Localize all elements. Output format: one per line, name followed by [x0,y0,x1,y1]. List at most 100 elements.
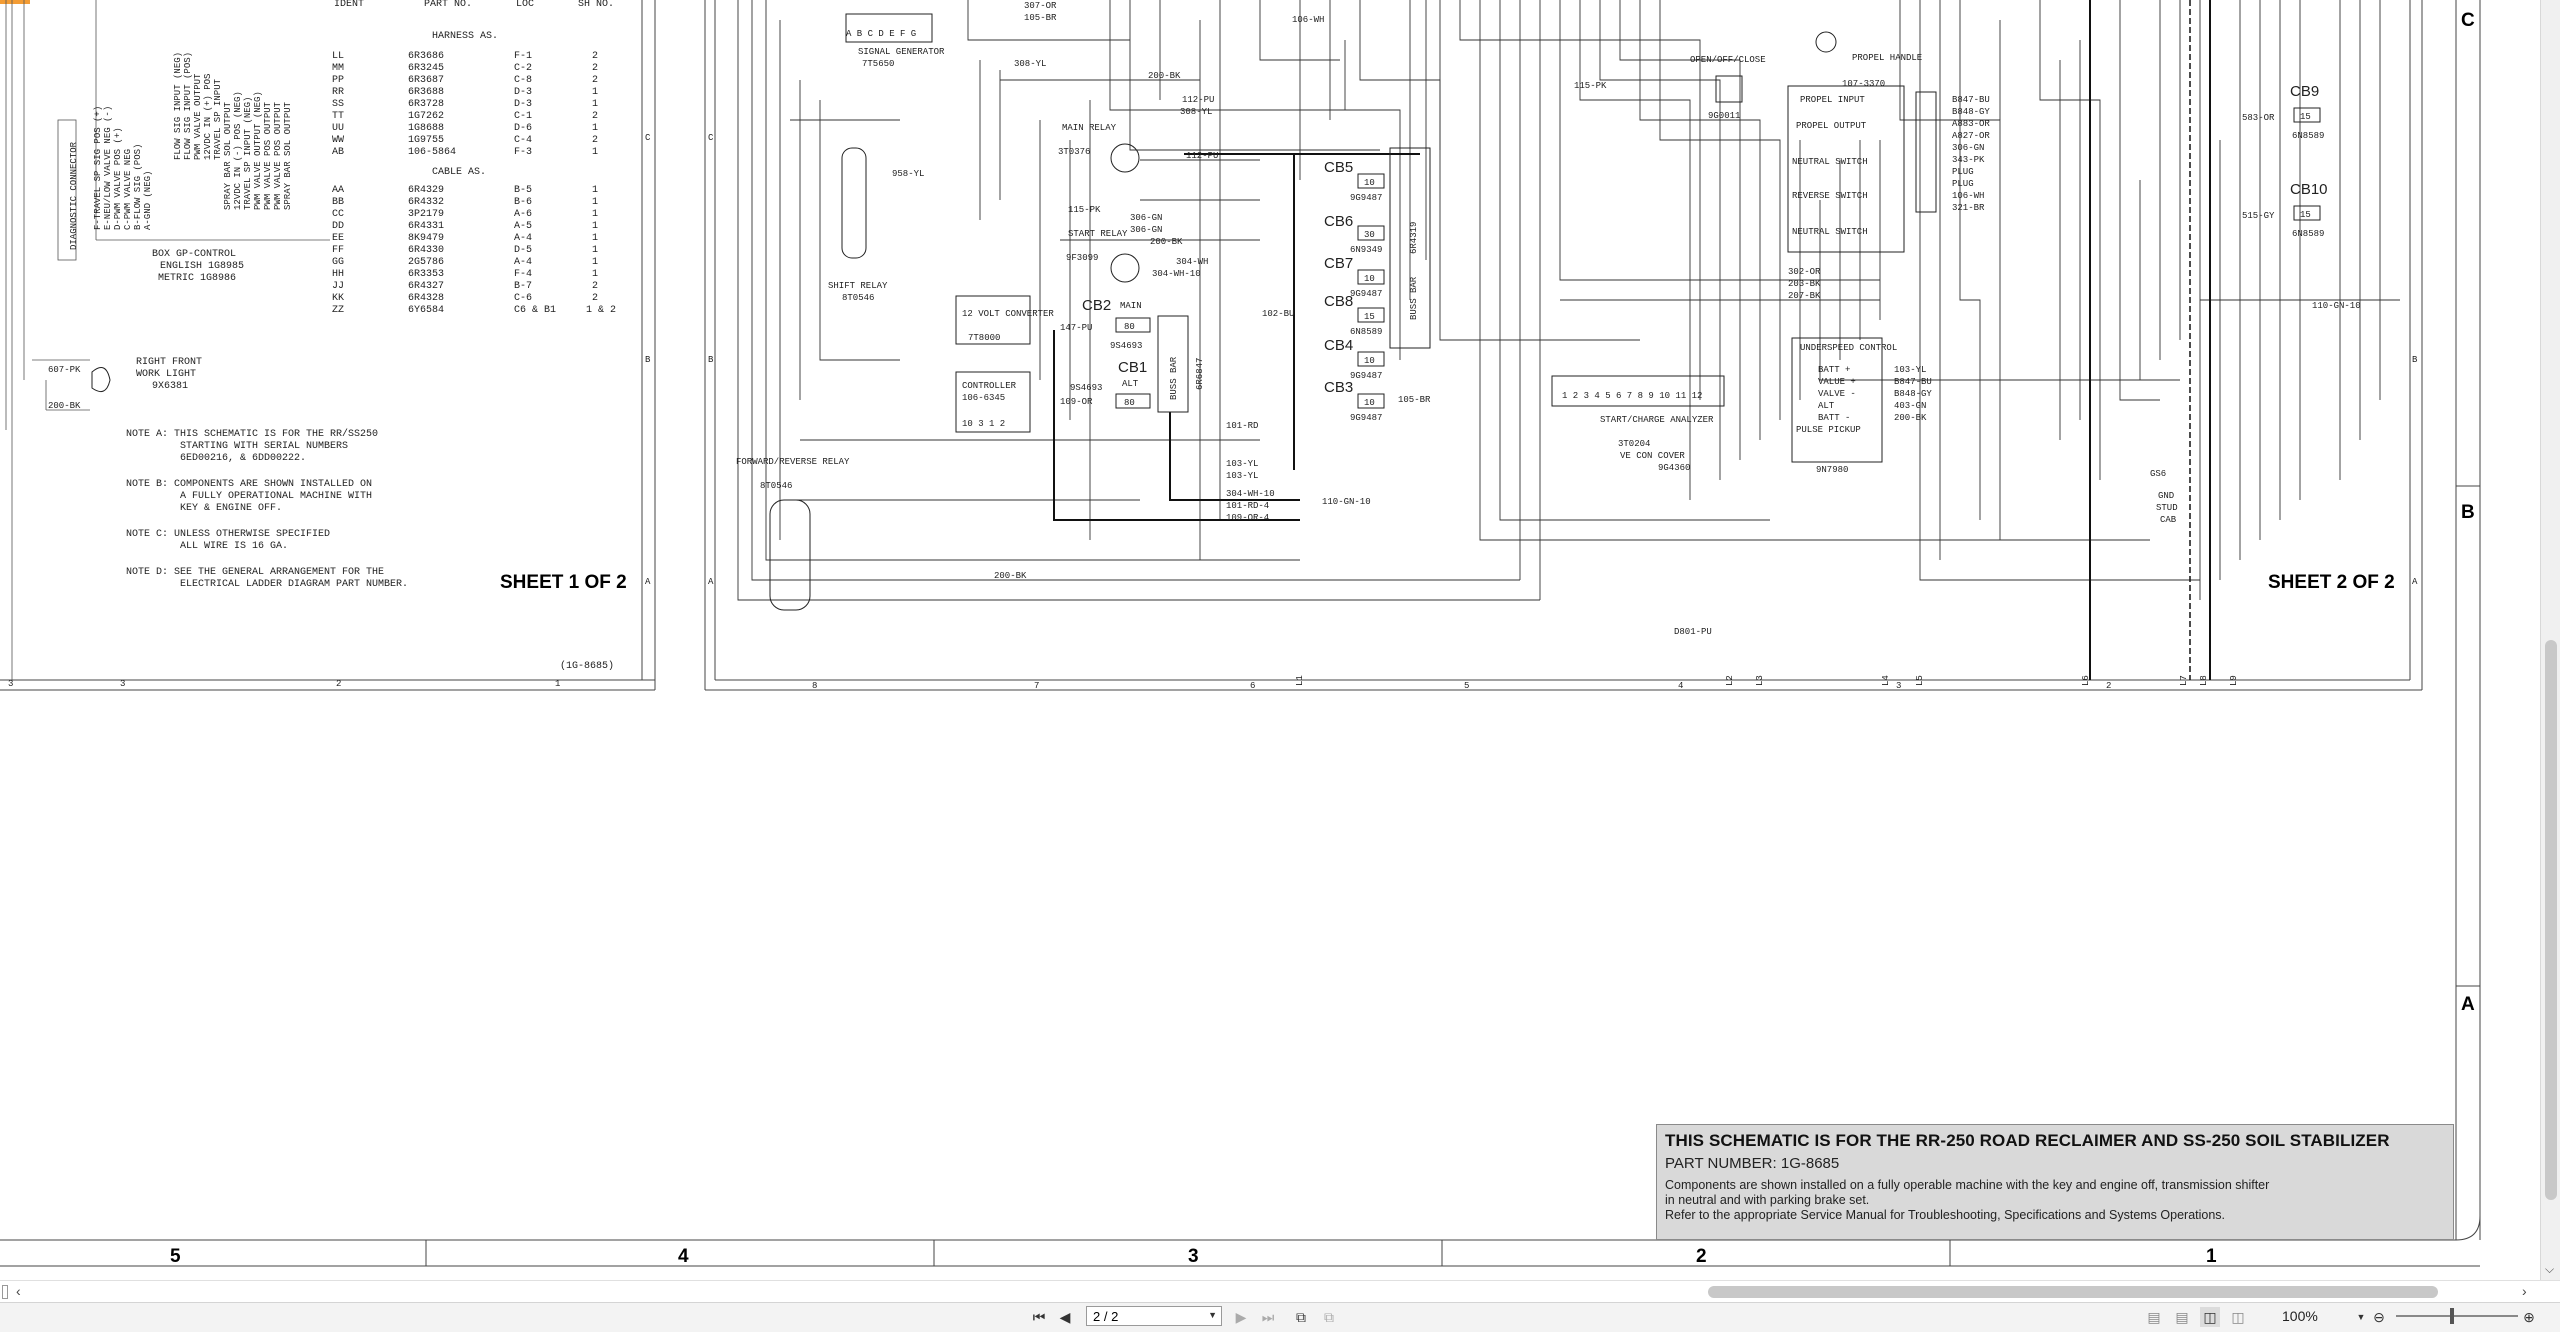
svg-text:NEUTRAL SWITCH: NEUTRAL SWITCH [1792,227,1868,237]
svg-text:B-5: B-5 [514,185,532,196]
zoom-level[interactable]: 100% [2282,1308,2318,1324]
svg-text:CB7: CB7 [1324,255,1353,272]
part-number: PART NUMBER: 1G-8685 [1665,1155,1840,1172]
svg-text:B: B [708,355,714,365]
svg-text:CB9: CB9 [2290,83,2319,100]
scroll-down-icon[interactable]: ⌵ [2545,1262,2555,1276]
shift-relay: SHIFT RELAY 8T0546 [828,147,888,303]
page-dropdown-icon[interactable]: ▼ [1208,1310,1217,1320]
last-page-icon[interactable]: ⏭ [1261,1308,1275,1325]
title-block: THIS SCHEMATIC IS FOR THE RR-250 ROAD RE… [1656,1124,2454,1240]
panel-toggle-icon[interactable] [2,1285,8,1299]
svg-text:10: 10 [1364,398,1375,408]
frame-col-3: 3 [1188,1246,1199,1267]
svg-text:PLUG: PLUG [1952,167,1974,177]
svg-text:10: 10 [1364,356,1375,366]
continuous-view-icon[interactable]: ▤ [2175,1308,2189,1325]
svg-text:109-OR: 109-OR [1060,397,1093,407]
svg-text:1G9755: 1G9755 [408,135,444,146]
svg-text:2: 2 [592,135,598,146]
svg-text:A: A [2412,577,2418,587]
svg-text:5: 5 [1464,681,1469,691]
single-page-view-icon[interactable]: ▤ [2147,1308,2161,1325]
svg-text:FLOW SIG INPUT (POS): FLOW SIG INPUT (POS) [183,52,193,160]
svg-text:2: 2 [592,111,598,122]
go-forward-icon[interactable]: ⧉ [1324,1308,1334,1325]
previous-page-icon[interactable]: ◀ [1059,1308,1071,1325]
two-page-continuous-icon[interactable]: ◫ [2231,1308,2245,1325]
svg-text:1: 1 [592,245,598,256]
svg-text:L7: L7 [2179,675,2189,686]
zoom-out-icon[interactable]: ⊖ [2373,1308,2385,1325]
svg-text:6R6847: 6R6847 [1195,358,1205,390]
go-back-icon[interactable]: ⧉ [1296,1308,1306,1325]
svg-text:CAB: CAB [2160,515,2177,525]
svg-text:AA: AA [332,185,344,196]
svg-text:6N8589: 6N8589 [2292,229,2324,239]
next-page-icon[interactable]: ▶ [1235,1308,1247,1325]
left-col-3: 3 [8,679,13,689]
svg-text:PROPEL OUTPUT: PROPEL OUTPUT [1796,121,1867,131]
svg-text:30: 30 [1364,230,1375,240]
svg-text:CB4: CB4 [1324,337,1353,354]
svg-text:1: 1 [592,257,598,268]
frame-col-5: 5 [170,1246,181,1267]
svg-text:C6 & B1: C6 & B1 [514,305,556,316]
svg-text:109-OR-4: 109-OR-4 [1226,513,1269,523]
vertical-scroll-thumb[interactable] [2545,640,2557,1200]
svg-text:80: 80 [1124,322,1135,332]
svg-text:CB6: CB6 [1324,213,1353,230]
zoom-dropdown-icon[interactable]: ▼ [2356,1312,2366,1322]
svg-text:CABLE AS.: CABLE AS. [432,167,486,178]
svg-text:7T8000: 7T8000 [968,333,1000,343]
svg-text:TRAVEL SP INPUT (NEG): TRAVEL SP INPUT (NEG) [243,97,253,210]
svg-text:307-OR: 307-OR [1024,1,1057,11]
svg-text:112-PU: 112-PU [1186,151,1218,161]
svg-text:10 3 1 2: 10 3 1 2 [962,419,1005,429]
svg-text:308-YL: 308-YL [1180,107,1212,117]
svg-text:GG: GG [332,257,344,268]
svg-text:9X6381: 9X6381 [152,381,188,392]
vertical-scrollbar[interactable]: ⌵ [2540,0,2560,1280]
svg-text:CC: CC [332,209,344,220]
svg-text:4: 4 [1678,681,1683,691]
svg-text:9S4693: 9S4693 [1110,341,1142,351]
svg-text:9G0011: 9G0011 [1708,111,1740,121]
svg-text:L1: L1 [1295,675,1305,686]
svg-text:200-BK: 200-BK [1894,413,1927,423]
notes: NOTE A: THIS SCHEMATIC IS FOR THE RR/SS2… [126,428,408,590]
zoom-slider[interactable] [2396,1315,2518,1317]
svg-text:12VDC IN (-) POS (NEG): 12VDC IN (-) POS (NEG) [233,91,243,210]
svg-text:VALUE +: VALUE + [1818,377,1856,387]
svg-text:L2: L2 [1725,675,1735,686]
horizontal-scrollbar[interactable]: ‹ › [0,1280,2560,1303]
propel-block: PROPEL INPUT PROPEL OUTPUT NEUTRAL SWITC… [1787,31,1990,253]
svg-text:6R3688: 6R3688 [408,87,444,98]
work-light: RIGHT FRONT WORK LIGHT 9X6381 607-PK 200… [48,357,202,411]
page-number-input[interactable]: 2 / 2 ▼ [1086,1306,1222,1326]
svg-text:106-WH: 106-WH [1952,191,1984,201]
first-page-icon[interactable]: ⏮ [1032,1308,1046,1325]
svg-text:958-YL: 958-YL [892,169,924,179]
svg-text:D-PWM VALVE POS (+): D-PWM VALVE POS (+) [113,127,123,230]
scroll-right-icon[interactable]: › [2522,1283,2527,1299]
svg-text:A-6: A-6 [514,209,532,220]
svg-text:LL: LL [332,51,344,62]
zoom-in-icon[interactable]: ⊕ [2523,1308,2535,1325]
horizontal-scroll-thumb[interactable] [1708,1286,2438,1298]
svg-text:PROPEL HANDLE: PROPEL HANDLE [1852,53,1922,63]
two-page-view-icon[interactable]: ◫ [2200,1307,2220,1327]
document-viewer[interactable]: 3 3 2 1 C B A F-TRAVEL SP SIG POS (+) [0,0,2540,1280]
svg-text:2: 2 [592,75,598,86]
svg-text:1: 1 [592,221,598,232]
svg-text:9G9487: 9G9487 [1350,413,1382,423]
scroll-left-icon[interactable]: ‹ [16,1283,21,1299]
svg-text:10: 10 [1364,274,1375,284]
zoom-slider-handle[interactable] [2450,1308,2454,1324]
svg-text:SH NO.: SH NO. [578,0,614,10]
svg-text:L4: L4 [1881,675,1891,686]
svg-text:9S4693: 9S4693 [1070,383,1102,393]
svg-text:7: 7 [1034,681,1039,691]
svg-text:ALL WIRE IS 16 GA.: ALL WIRE IS 16 GA. [180,541,288,552]
svg-text:115-PK: 115-PK [1068,205,1101,215]
